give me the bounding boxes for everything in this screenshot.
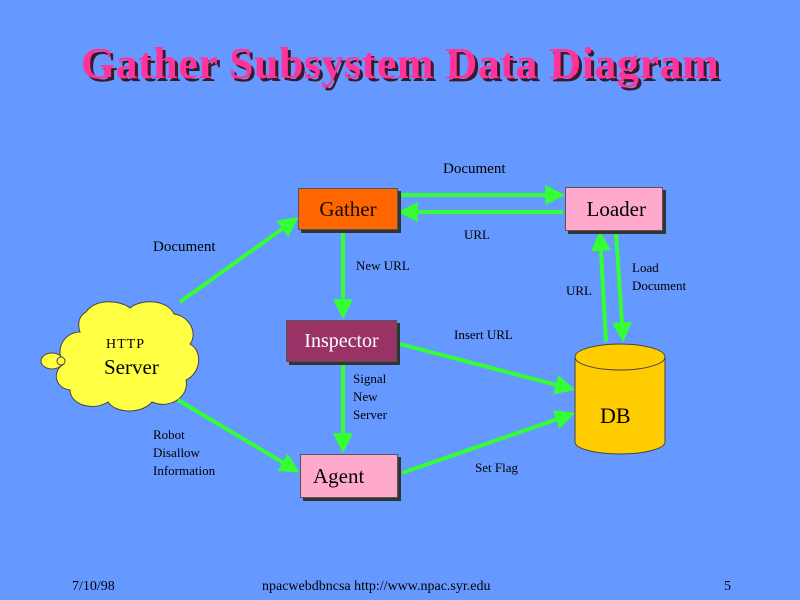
edge-label-db-to-loader: URL — [566, 283, 592, 298]
arrow-inspector-to-db — [399, 342, 576, 395]
edge-label-inspector-to-agent: Signal New Server — [353, 371, 387, 422]
db-label: DB — [600, 403, 631, 428]
arrow-loader-to-db — [611, 231, 632, 343]
arrow-server-to-agent — [176, 398, 300, 473]
page-title: Gather Subsystem Data Diagram — [80, 39, 720, 88]
arrow-server-to-gather — [178, 217, 299, 304]
edge-label-gather-to-loader: Document — [443, 161, 506, 177]
edge-label-inspector-to-db: Insert URL — [454, 327, 513, 342]
inspector-node: Inspector — [286, 320, 397, 362]
gather-node: Gather — [298, 188, 398, 230]
server-label: Server — [104, 355, 159, 379]
arrow-agent-to-db — [401, 410, 576, 475]
edge-label-server-to-agent: Robot Disallow Information — [153, 427, 216, 478]
db-cylinder — [574, 343, 666, 455]
edge-label-loader-to-db: Load Document — [632, 260, 687, 293]
arrow-db-to-loader — [590, 230, 611, 343]
footer-source: npacwebdbncsa http://www.npac.syr.edu — [262, 579, 491, 594]
edge-label-server-to-gather: Document — [153, 239, 216, 255]
server-protocol-label: HTTP — [106, 337, 145, 352]
footer-date: 7/10/98 — [72, 579, 115, 594]
server-cloud — [40, 301, 200, 412]
footer-page-number: 5 — [724, 579, 731, 594]
loader-node: Loader — [565, 187, 663, 231]
agent-node: Agent — [300, 454, 398, 498]
edge-label-agent-to-db: Set Flag — [475, 460, 518, 475]
edge-label-gather-to-inspector: New URL — [356, 258, 410, 273]
edge-label-loader-to-gather: URL — [464, 227, 490, 242]
